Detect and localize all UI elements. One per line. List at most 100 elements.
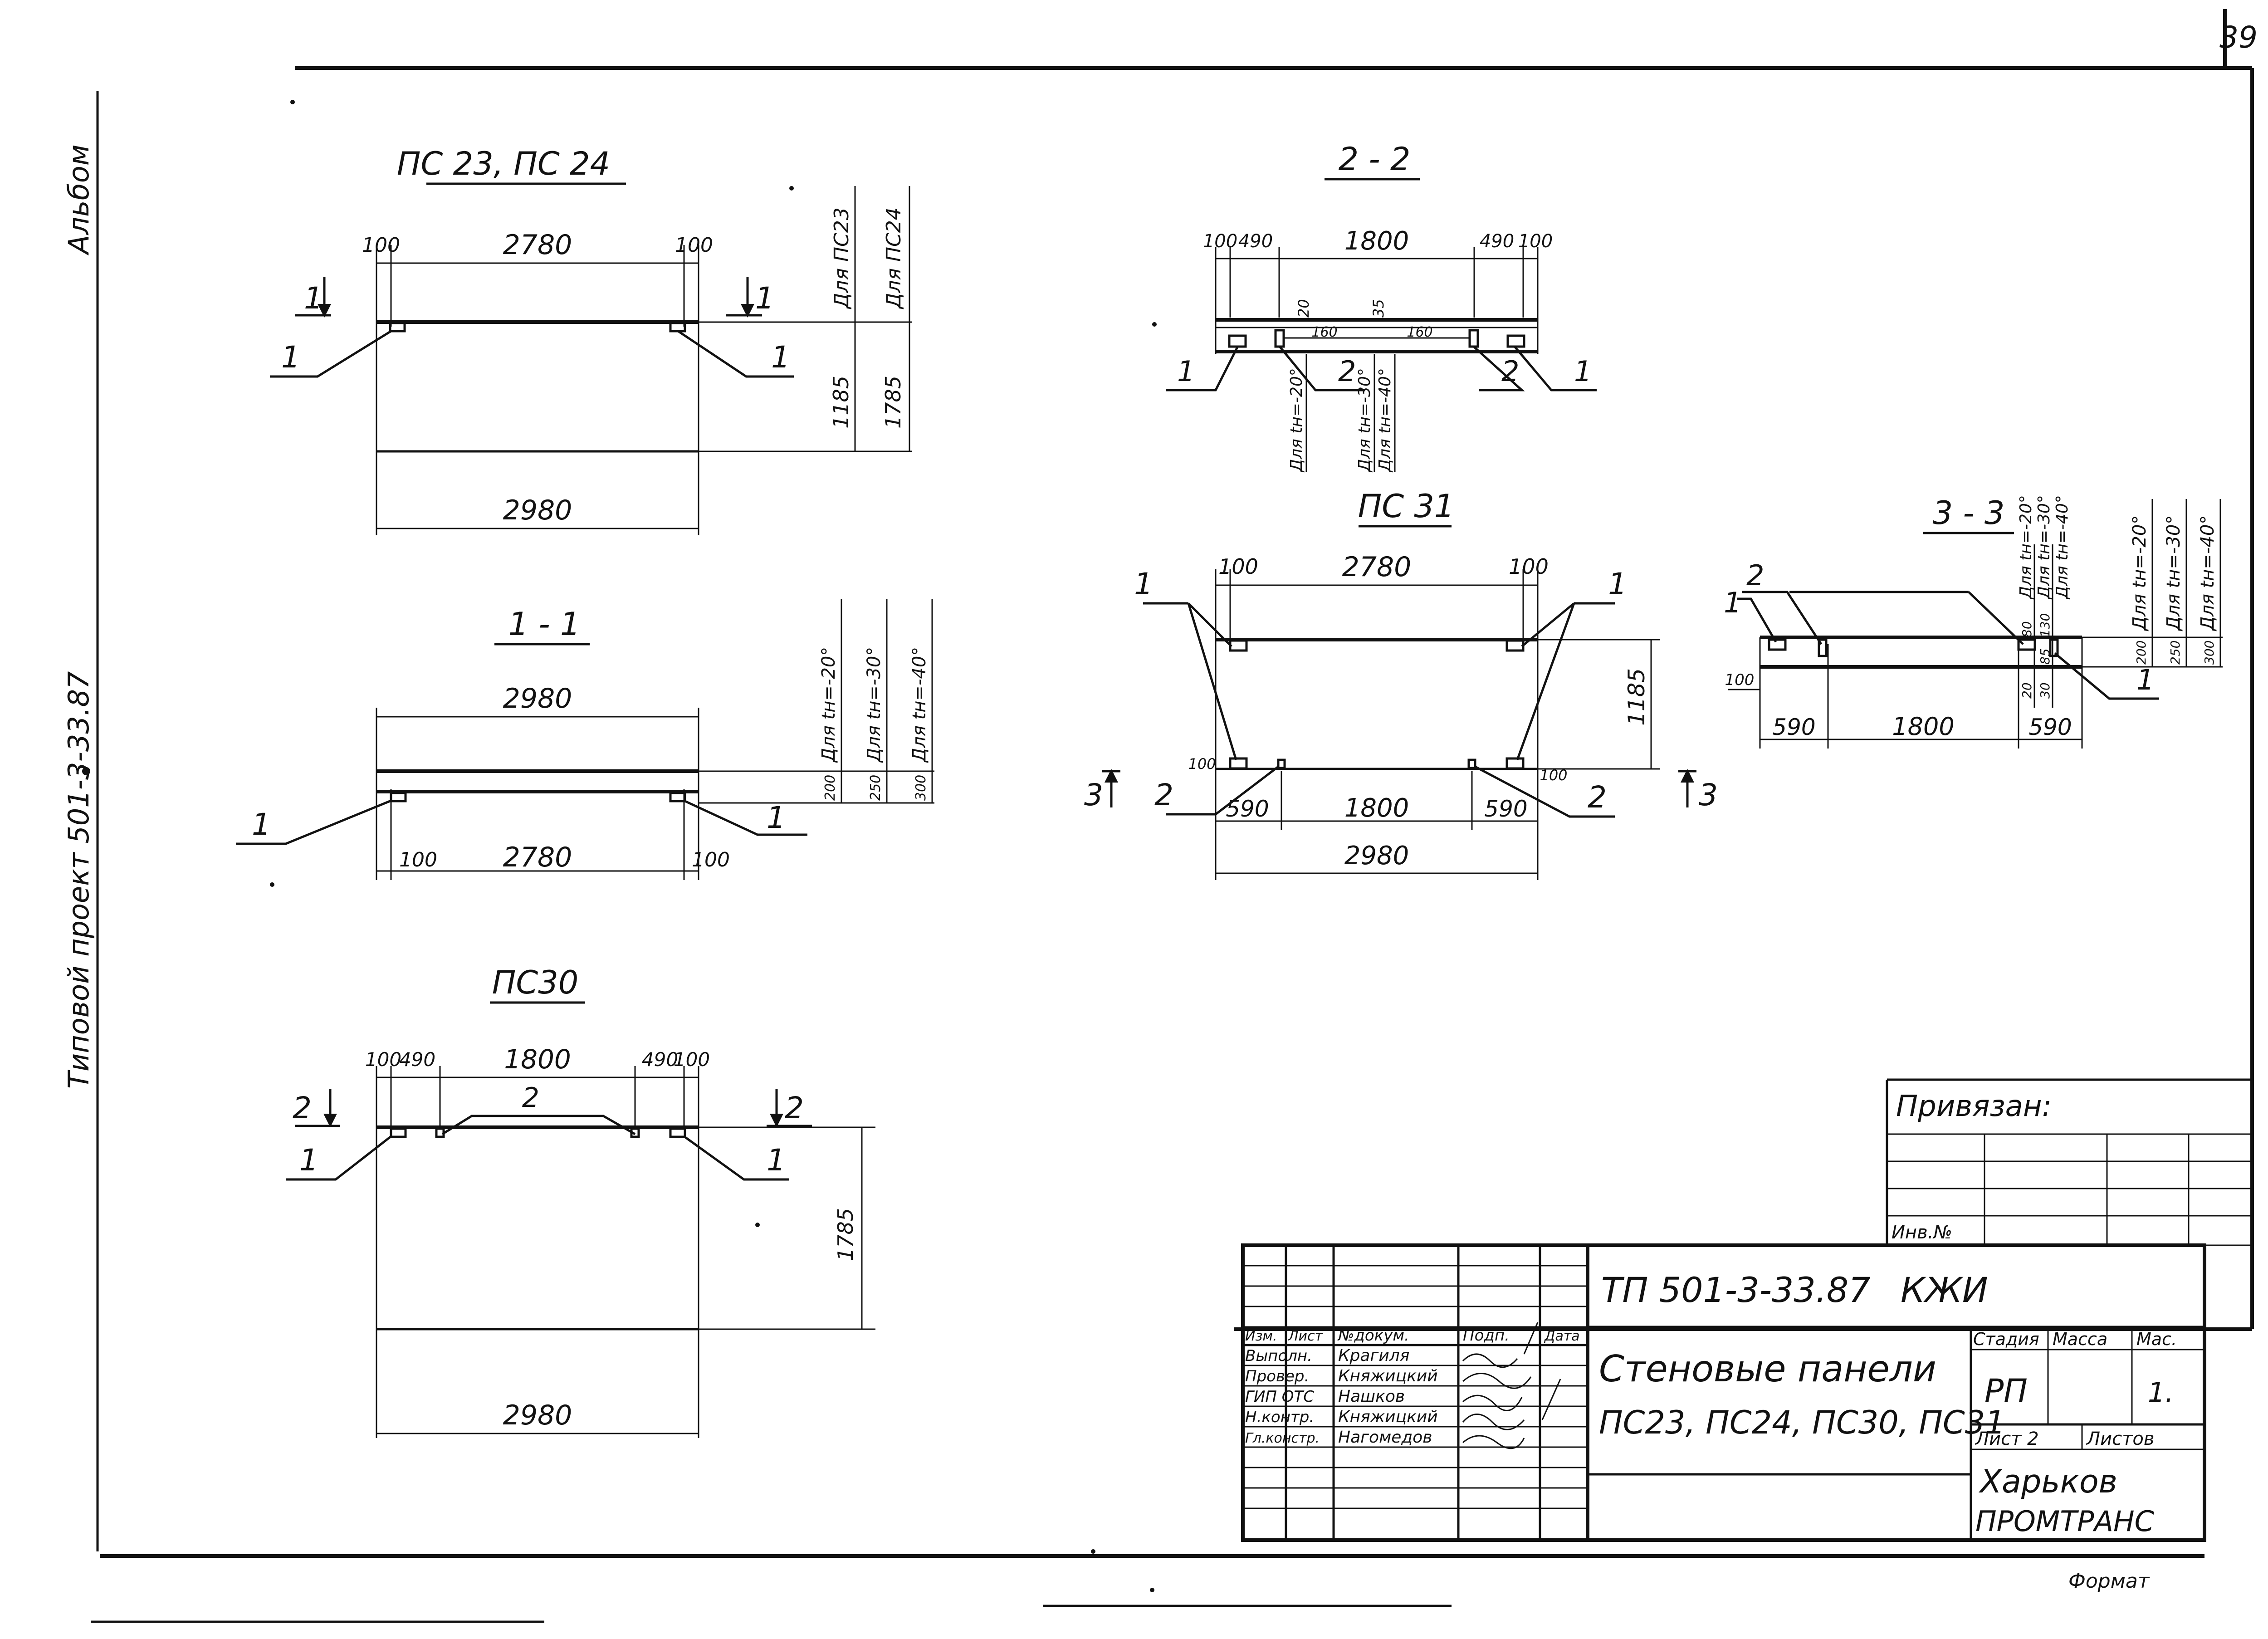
label-sec22-t30: Для tн=-30°: [1355, 368, 1374, 473]
label-sec33a-t20: Для tн=-20°: [2017, 495, 2035, 600]
dim-sec33-590b: 590: [2028, 714, 2072, 740]
dim-pc30-490b: 490: [642, 1048, 678, 1071]
cut-1-right: 1: [755, 281, 774, 316]
label-sec11-t20: Для tн=-20°: [818, 647, 839, 763]
dim-pc31-2780: 2780: [1342, 551, 1412, 583]
mass-hdr: Масса: [2053, 1329, 2107, 1349]
thick-sec11-250: 250: [868, 775, 884, 801]
height-pc30: 1785: [833, 1208, 858, 1261]
thick-sec33-200: 200: [2134, 641, 2149, 665]
hdr-izm: Изм.: [1245, 1328, 1277, 1344]
callout-sec22-2b: 2: [1501, 355, 1519, 388]
dim-sec22-160b: 160: [1407, 324, 1432, 340]
callout-pc31-1a: 1: [1134, 567, 1153, 602]
binding-label: Альбом: [62, 144, 95, 256]
title-line2: ПС23, ПС24, ПС30, ПС31: [1599, 1404, 2005, 1441]
dim-sec33-130: 130: [2038, 613, 2053, 637]
dim-pc2324-left: 100: [362, 234, 400, 257]
callout-pc31-2b: 2: [1588, 780, 1607, 815]
callout-sec33-1b: 1: [2136, 663, 2154, 696]
label-sec33a-t40: Для tн=-40°: [2053, 495, 2072, 600]
dim-pc31-590a: 590: [1226, 796, 1269, 822]
section-2-2: 2 - 2 100 490 1800 490 100 20 35 160 160…: [1166, 141, 1597, 473]
dim-pc30-100b: 100: [674, 1048, 710, 1071]
name-0: Крагиля: [1338, 1346, 1409, 1365]
dim-sec33-20: 20: [2019, 682, 2034, 699]
org-line1: Харьков: [1978, 1463, 2117, 1500]
view-pc30: ПС30 100 490 1800 490 100 2 2980 1785 2: [286, 964, 875, 1438]
cut-3-left: 3: [1084, 778, 1103, 812]
dim-sec22-100a: 100: [1203, 231, 1237, 252]
dim-sec22-490b: 490: [1480, 231, 1514, 252]
label-pc23: Для ПС23: [830, 207, 853, 309]
label-sec11-t40: Для tн=-40°: [909, 647, 930, 763]
frame: [91, 9, 2254, 1623]
section-1-1: 1 - 1 2980 100 2780 100 Для tн=-20° Для …: [236, 599, 934, 880]
dim-sec22-35: 35: [1370, 299, 1387, 318]
view-title-sec33: 3 - 3: [1933, 494, 2005, 532]
dim-sec11-top: 2980: [503, 683, 572, 714]
cut-2-right: 2: [785, 1091, 804, 1125]
binding-title: Привязан:: [1896, 1090, 2052, 1123]
callout-pc30-2: 2: [522, 1082, 539, 1114]
title-mark: КЖИ: [1901, 1270, 1988, 1310]
view-pc23-pc24: ПС 23, ПС 24 100 2780 100 2980 Для ПС23 …: [270, 145, 912, 535]
dim-pc30-490a: 490: [399, 1048, 435, 1071]
dim-pc2324-right: 100: [675, 234, 713, 257]
dim-pc31-100b: 100: [1509, 554, 1549, 579]
org-line2: ПРОМТРАНС: [1975, 1505, 2155, 1538]
dim-sec22-20: 20: [1295, 299, 1312, 318]
name-3: Княжицкий: [1338, 1408, 1438, 1426]
dim-sec33-100: 100: [1725, 671, 1755, 689]
dim-sec11-mid: 2780: [503, 842, 572, 873]
view-title-pc30: ПС30: [492, 964, 579, 1001]
section-3-3: 3 - 3 590 1800 590 100 80 130 85 20 30 Д…: [1724, 494, 2223, 749]
callout-sec11-left: 1: [252, 807, 271, 842]
sheets-label: Листов: [2086, 1429, 2154, 1449]
label-sec22-t20: Для tн=-20°: [1287, 368, 1306, 473]
thick-sec11-200: 200: [822, 775, 838, 801]
dim-sec11-right: 100: [692, 848, 730, 871]
view-title-pc31: ПС 31: [1358, 488, 1455, 525]
callout-pc31-1b: 1: [1608, 567, 1627, 602]
dim-sec11-left: 100: [399, 848, 437, 871]
label-sec11-t30: Для tн=-30°: [864, 647, 885, 763]
thick-sec11-300: 300: [913, 775, 929, 801]
dim-pc30-1800: 1800: [504, 1044, 571, 1075]
label-sec22-t40: Для tн=-40°: [1376, 368, 1394, 473]
view-pc31: ПС 31 100 2780 100 1185 100 100 590 1800…: [1084, 488, 1718, 880]
dim-sec22-1800: 1800: [1344, 226, 1409, 256]
name-4: Нагомедов: [1338, 1428, 1432, 1447]
view-title-pc2324: ПС 23, ПС 24: [397, 145, 610, 182]
scale-value: 1.: [2148, 1377, 2174, 1409]
label-pc24: Для ПС24: [882, 207, 905, 309]
hdr-doc: №докум.: [1337, 1326, 1409, 1345]
cut-3-right: 3: [1699, 778, 1718, 812]
label-sec33b-t40: Для tн=-40°: [2197, 515, 2218, 631]
callout-pc30-right: 1: [767, 1143, 786, 1178]
dim-sec22-490a: 490: [1238, 231, 1273, 252]
role-2: ГИП ОТС: [1245, 1388, 1314, 1406]
dim-pc30-bottom: 2980: [503, 1399, 572, 1431]
height-pc31: 1185: [1623, 668, 1650, 726]
dim-pc31-100c: 100: [1188, 755, 1216, 773]
view-title-sec11: 1 - 1: [508, 606, 581, 643]
dim-sec33-1800: 1800: [1892, 712, 1954, 741]
callout-pc2324-left: 1: [281, 340, 300, 375]
dim-pc31-100d: 100: [1540, 767, 1567, 784]
inv-label: Инв.№: [1892, 1222, 1952, 1243]
sheet-label: Лист 2: [1975, 1429, 2039, 1449]
callout-sec22-1b: 1: [1574, 355, 1592, 388]
signatures: [1462, 1322, 1561, 1449]
thick-sec33-300: 300: [2202, 641, 2217, 665]
title-code: ТП 501-3-33.87: [1601, 1270, 1871, 1310]
thick-sec33-250: 250: [2168, 641, 2183, 665]
binding-box: Привязан: Инв.№: [1886, 1078, 2252, 1246]
title-block: Изм. Лист №докум. Подп. Дата Выполн. Про…: [1241, 1243, 2206, 1593]
hdr-date: Дата: [1544, 1328, 1580, 1344]
cut-1-left: 1: [304, 281, 323, 316]
view-title-sec22: 2 - 2: [1339, 141, 1411, 178]
hdr-list: Лист: [1288, 1328, 1324, 1344]
